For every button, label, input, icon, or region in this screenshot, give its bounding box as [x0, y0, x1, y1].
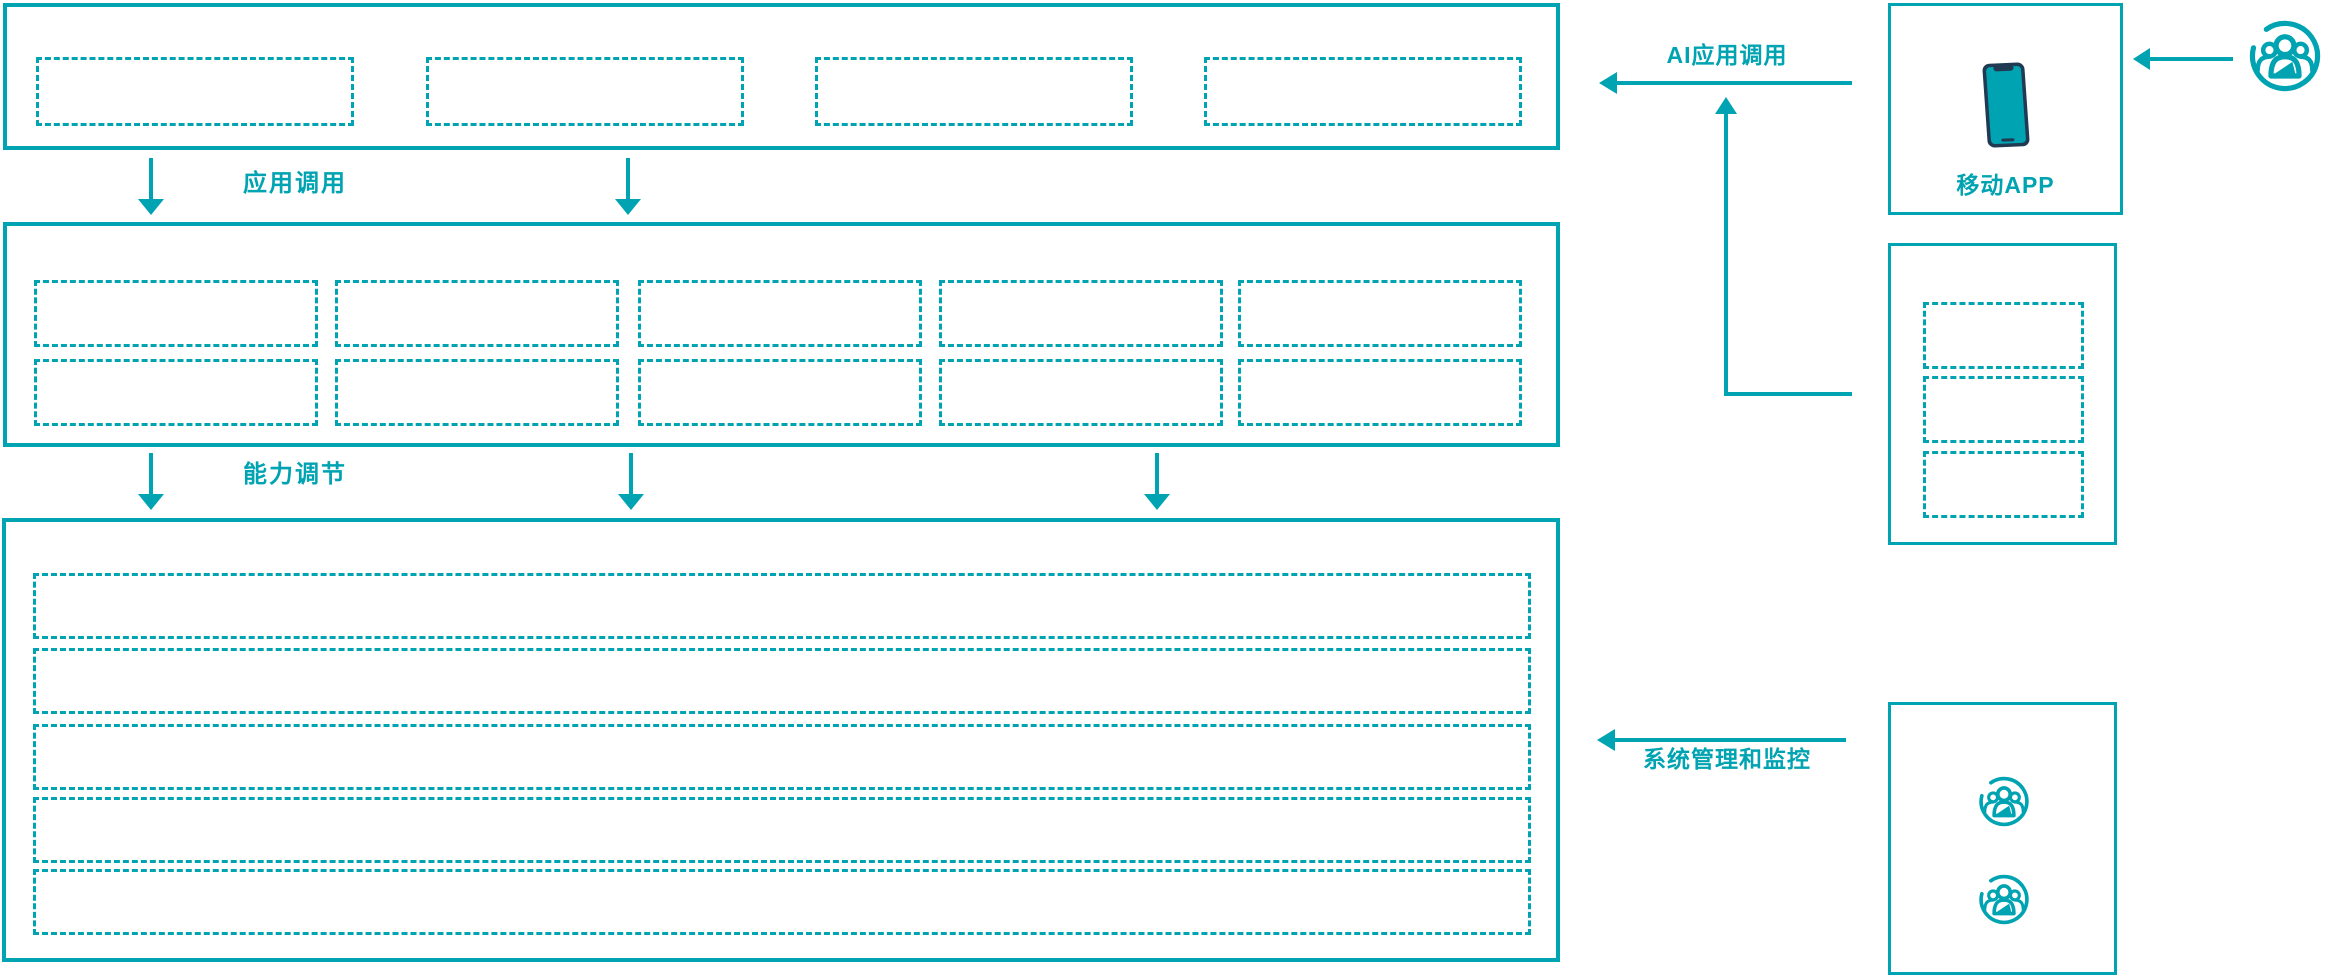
service-slot-r1-c3	[638, 280, 922, 347]
ai-app-call-arrow	[1599, 72, 1852, 94]
channel-box	[1888, 243, 2117, 545]
service-slot-r2-c4	[939, 359, 1223, 426]
capability-adjust-label: 能力调节	[243, 461, 347, 488]
app-slot-2	[426, 57, 744, 126]
channel-up-connector	[1715, 97, 1852, 396]
platform-slot-3	[33, 724, 1531, 790]
service-slot-r1-c4	[939, 280, 1223, 347]
service-slot-r1-c2	[335, 280, 619, 347]
app-call-label: 应用调用	[243, 170, 347, 197]
platform-slot-2	[33, 648, 1531, 714]
app-call-arrow-1	[138, 158, 164, 215]
mobile-app-box: 移动APP	[1888, 3, 2123, 215]
ai-app-call-label: AI应用调用	[1666, 42, 1788, 68]
service-slot-r1-c5	[1238, 280, 1522, 347]
system-monitor-arrow	[1597, 729, 1846, 751]
app-call-arrow-2	[615, 158, 641, 215]
app-slot-3	[815, 57, 1133, 126]
channel-slot-1	[1923, 302, 2084, 369]
platform-slot-5	[33, 869, 1531, 935]
service-slot-r2-c3	[638, 359, 922, 426]
platform-slot-1	[33, 573, 1531, 639]
service-slot-r2-c1	[34, 359, 318, 426]
channel-slot-3	[1923, 451, 2084, 518]
user-group-icon	[1978, 873, 2030, 926]
service-slot-r1-c1	[34, 280, 318, 347]
service-slot-r2-c5	[1238, 359, 1522, 426]
capability-arrow-3	[1144, 453, 1170, 510]
user-group-icon	[2248, 18, 2322, 94]
user-group-icon	[1978, 775, 2030, 828]
capability-layer-box	[3, 222, 1560, 447]
capability-arrow-1	[138, 453, 164, 510]
channel-slot-2	[1923, 376, 2084, 443]
service-slot-r2-c2	[335, 359, 619, 426]
system-monitor-label: 系统管理和监控	[1643, 746, 1811, 772]
user-to-app-arrow	[2133, 48, 2233, 70]
smartphone-icon	[1981, 61, 2031, 149]
app-slot-4	[1204, 57, 1522, 126]
app-slot-1	[36, 57, 354, 126]
mobile-app-label: 移动APP	[1956, 172, 2055, 198]
admin-box	[1888, 702, 2117, 975]
capability-arrow-2	[618, 453, 644, 510]
platform-slot-4	[33, 797, 1531, 863]
platform-layer-box	[2, 518, 1560, 962]
